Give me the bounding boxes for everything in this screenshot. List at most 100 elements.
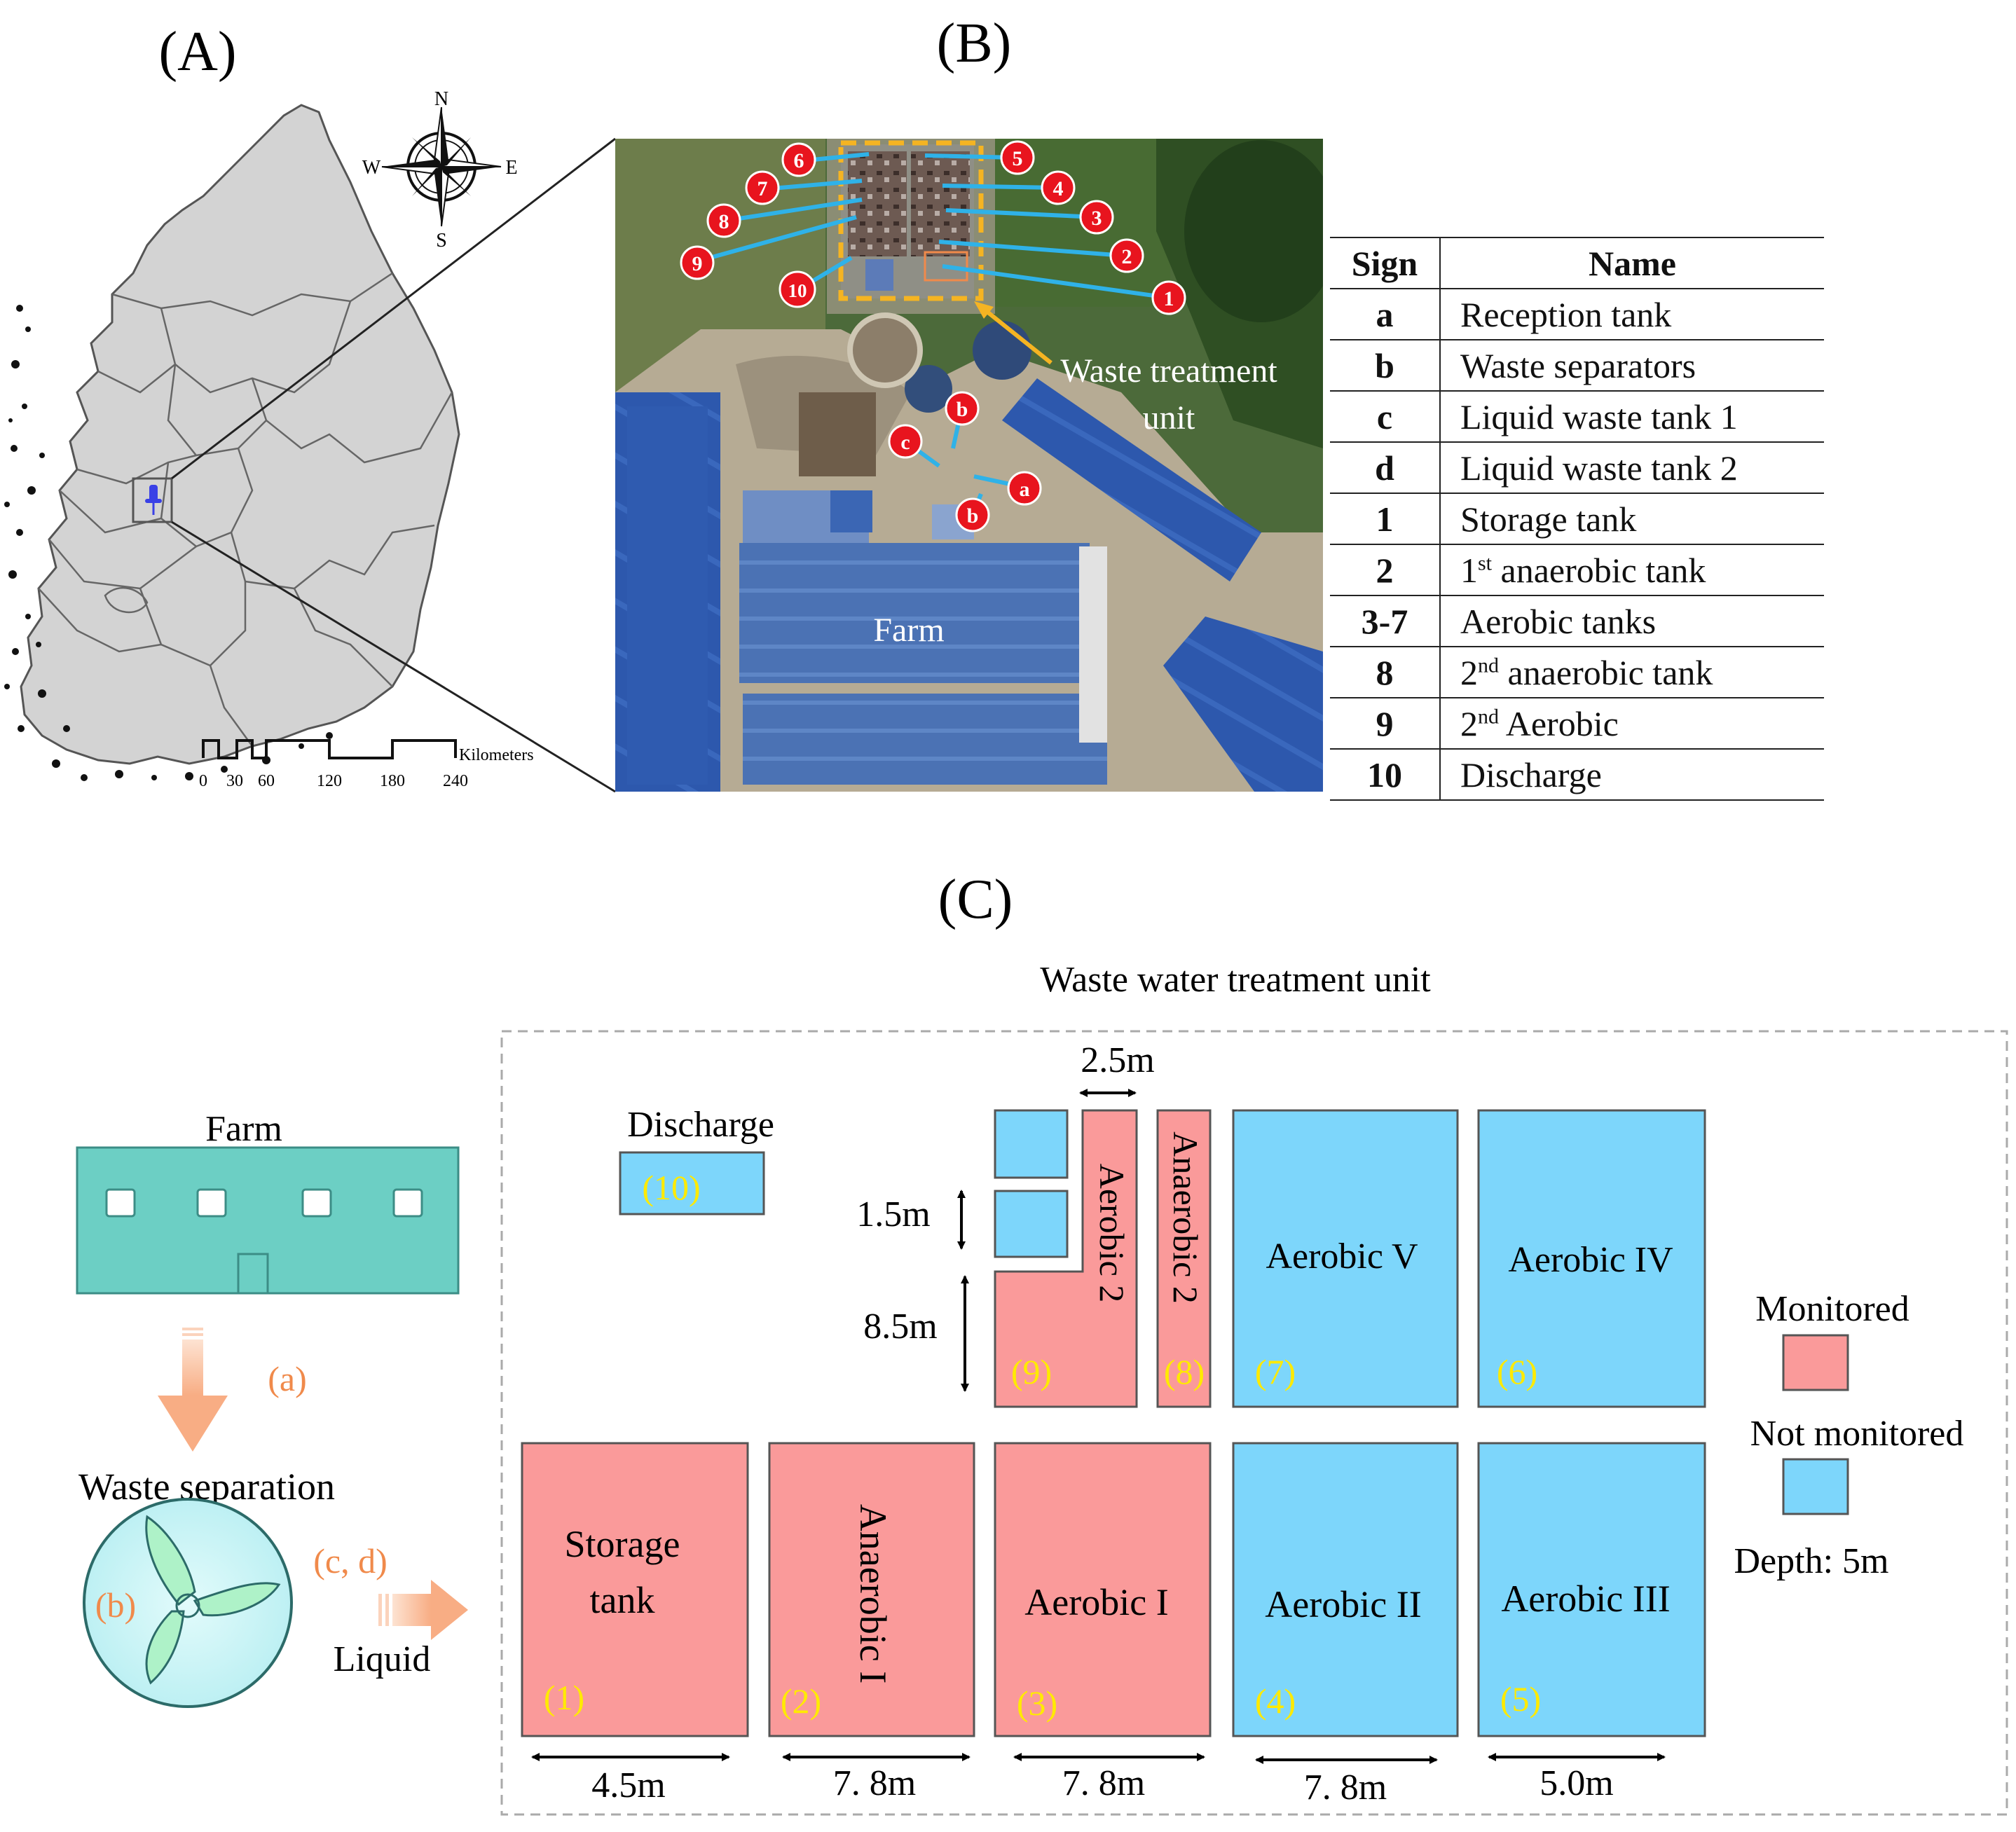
- sign-cell: b: [1330, 340, 1441, 392]
- step-cd-label: (c, d): [313, 1541, 388, 1580]
- tank-number-4: (4): [1255, 1681, 1296, 1721]
- name-cell: Reception tank: [1440, 289, 1824, 340]
- marker-10: 10: [779, 270, 816, 308]
- name-superscript: nd: [1478, 653, 1499, 677]
- svg-text:5: 5: [1013, 147, 1023, 170]
- sign-cell: 9: [1330, 698, 1441, 750]
- sign-cell: a: [1330, 289, 1441, 340]
- marker-a: a: [1007, 471, 1042, 506]
- sign-cell: 1: [1330, 493, 1441, 545]
- svg-text:b: b: [967, 504, 979, 528]
- tank-label-storage-1: Storage: [565, 1523, 680, 1565]
- tank-storage: Storage tank (1): [521, 1442, 749, 1737]
- liquid-label: Liquid: [334, 1639, 431, 1679]
- farm-label: Farm: [205, 1109, 282, 1149]
- tank-number-6: (6): [1497, 1352, 1537, 1391]
- marker-2: 2: [1109, 238, 1144, 273]
- study-area-box: [132, 477, 173, 523]
- korea-map: [4, 104, 616, 793]
- aerial-label-unit-2: unit: [1143, 399, 1195, 436]
- svg-text:3: 3: [1092, 207, 1102, 230]
- sign-cell: c: [1330, 391, 1441, 443]
- tank-label-aerobic-5: Aerobic V: [1266, 1237, 1418, 1276]
- tank-label-anaerobic-1: Anaerobic I: [852, 1504, 894, 1683]
- tank-label-storage-2: tank: [590, 1579, 655, 1621]
- svg-text:7: 7: [757, 177, 768, 200]
- aerial-photo: [615, 139, 1323, 792]
- separator-drum: [83, 1498, 293, 1708]
- location-pin-icon: [145, 485, 162, 515]
- name-cell: Liquid waste tank 2: [1440, 442, 1824, 494]
- tank-number-10: (10): [642, 1168, 700, 1207]
- svg-text:2: 2: [1122, 245, 1132, 268]
- compass-s: S: [436, 230, 447, 252]
- legend: Monitored Not monitored Depth: 5m: [1734, 1289, 1964, 1581]
- sign-cell: d: [1330, 442, 1441, 494]
- tank-label-aerobic-1: Aerobic I: [1024, 1581, 1168, 1623]
- svg-text:10: 10: [788, 280, 807, 301]
- discharge-label: Discharge: [627, 1105, 774, 1145]
- right-arrow: [378, 1580, 468, 1640]
- farm-window: [392, 1188, 423, 1218]
- sign-cell: 10: [1330, 749, 1441, 801]
- compass-w: W: [362, 157, 381, 179]
- farm-door: [237, 1253, 269, 1295]
- tank-label-aerobic-2: Aerobic II: [1265, 1583, 1421, 1625]
- svg-text:a: a: [1020, 478, 1030, 501]
- name-cell: Storage tank: [1440, 493, 1824, 545]
- svg-text:b: b: [956, 398, 968, 421]
- legend-depth-label: Depth: 5m: [1734, 1541, 1889, 1581]
- aerial-label-unit-1: Waste treatment: [1060, 352, 1277, 390]
- marker-3: 3: [1079, 200, 1114, 235]
- name-prefix: 1: [1460, 550, 1478, 590]
- name-suffix: Aerobic: [1499, 703, 1619, 743]
- step-a-label: (a): [268, 1359, 307, 1398]
- tank-label-anaerobic-2nd: Anaerobic 2: [1166, 1131, 1205, 1304]
- marker-6: 6: [781, 142, 816, 177]
- tank-number-9: (9): [1011, 1352, 1052, 1391]
- sign-cell: 8: [1330, 647, 1441, 698]
- scale-tick-0: 0: [199, 772, 207, 790]
- tank-aerobic-2: Aerobic II (4): [1232, 1442, 1459, 1737]
- tank-small-middle: [994, 1190, 1069, 1258]
- tank-label-aerobic-4: Aerobic IV: [1508, 1240, 1673, 1280]
- aerial-label-farm: Farm: [873, 612, 944, 649]
- name-prefix: 2: [1460, 703, 1478, 743]
- step-b-label: (b): [95, 1585, 136, 1625]
- scale-bar: Kilometers 0 30 60 120 180 240: [199, 739, 534, 790]
- name-superscript: st: [1478, 551, 1493, 574]
- farm-window: [301, 1188, 332, 1218]
- tank-anaerobic-1: Anaerobic I (2): [768, 1442, 975, 1737]
- korea-mainland: [20, 104, 460, 765]
- tank-number-3: (3): [1017, 1683, 1057, 1723]
- name-suffix: anaerobic tank: [1499, 652, 1713, 692]
- dimension-lines: [531, 1089, 1666, 1764]
- scale-tick-240: 240: [443, 772, 468, 790]
- legend-not-monitored-label: Not monitored: [1750, 1414, 1964, 1454]
- marker-8: 8: [706, 203, 741, 238]
- name-cell: 1st anaerobic tank: [1440, 544, 1824, 596]
- legend-monitored-swatch: [1782, 1334, 1849, 1391]
- dim-lower-height: 8.5m: [863, 1307, 937, 1347]
- tank-label-aerobic-2nd: Aerobic 2: [1092, 1164, 1132, 1303]
- dim-anaerobic-1-width: 7. 8m: [833, 1763, 916, 1803]
- tank-number-2: (2): [781, 1681, 821, 1721]
- tank-number-7: (7): [1255, 1352, 1296, 1391]
- marker-7: 7: [745, 170, 780, 205]
- farm-building: [76, 1146, 460, 1295]
- tank-number-1: (1): [544, 1678, 584, 1717]
- dim-aerobic-1-width: 7. 8m: [1062, 1763, 1145, 1803]
- marker-b-upper: b: [945, 391, 980, 426]
- name-cell: Liquid waste tank 1: [1440, 391, 1824, 443]
- marker-9: 9: [680, 245, 715, 280]
